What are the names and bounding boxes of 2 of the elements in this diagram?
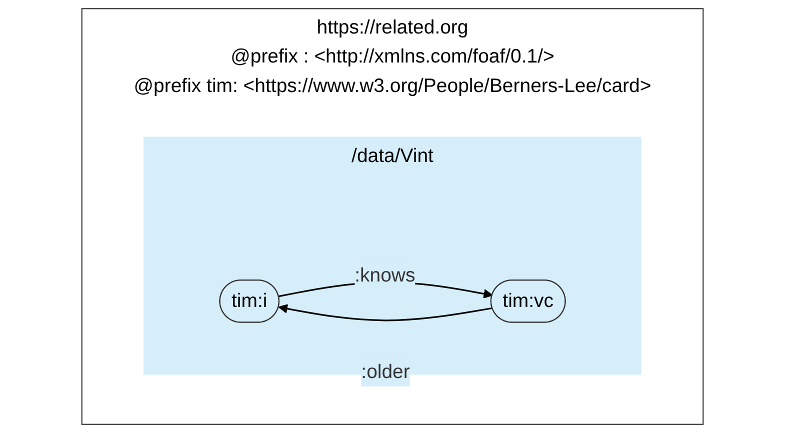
arrow	[278, 304, 493, 322]
edge-label: :knows	[354, 264, 416, 286]
